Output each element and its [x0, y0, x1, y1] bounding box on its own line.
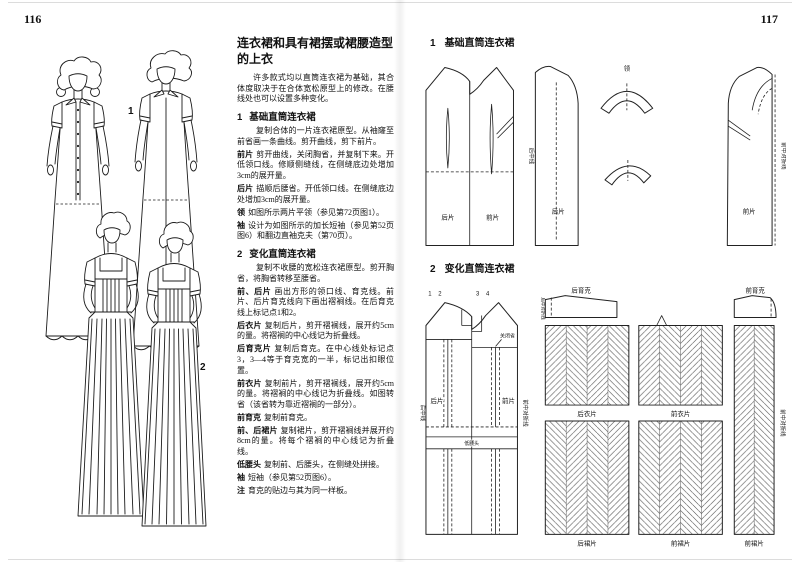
pattern-back-bodice-pleated: 后衣片	[544, 325, 630, 418]
point-1: 1	[428, 292, 432, 298]
point-4: 4	[486, 292, 490, 298]
pattern-back-dress: 后中线 后片	[527, 65, 579, 247]
label-front-piece: 前片	[743, 207, 756, 216]
chapter-title: 连衣裙和具有裙摆或裙腰造型的上衣	[237, 36, 394, 66]
paragraph: 低腰头复制前、后腰头，在侧缝处拼接。	[237, 459, 384, 469]
label-back-piece: 后片	[430, 396, 443, 405]
pattern-variation-block: 1 2 3 4 后片 前片 低腰头 关闭省 后中线 前中对	[419, 292, 529, 535]
figure-3-pleated-dress	[77, 211, 145, 517]
label-center-front-fold: 前中对折线	[521, 399, 529, 427]
label-front-skirt: 前裙片	[744, 538, 763, 547]
label-center-front-fold: 前中对折线	[780, 142, 786, 170]
page-left: 116	[24, 12, 394, 548]
fashion-illustration: 1 2	[45, 50, 207, 527]
pattern-front-bodice-pleated: 前衣片	[638, 315, 723, 418]
basic-dress-diagram: 后片 前片 后中线 后片 领 前中对折	[425, 63, 786, 247]
scan-edge-top	[8, 2, 792, 3]
label-back-yoke: 后育克	[571, 286, 591, 295]
paragraph: 前育克复制前育克。	[237, 412, 312, 422]
paragraph: 后片描顺后腰省。开低领口线。在侧缝底边处增加3cm的展开量。	[237, 183, 394, 204]
paragraph: 复制不收腰的宽松连衣裙原型。剪开胸省，将胸省转移至腰省。	[237, 263, 394, 283]
figure-4-pleated-dress	[141, 221, 207, 527]
pattern-front-skirt-pleated: 前裙片	[638, 420, 723, 547]
pattern-front-dress: 前中对折线 前片	[726, 66, 786, 247]
paragraph: 注育克的贴边与其为同一样板。	[237, 485, 352, 495]
center-fold	[394, 0, 406, 562]
label-front-bodice: 前衣片	[671, 409, 690, 418]
paragraph: 前、后裙片复制裙片，剪开褶裥线并展开约8cm的量。将每个褶裥的中心线记为折叠线。	[237, 425, 394, 456]
variation-dress-diagram: 1 2 3 4 后片 前片 低腰头 关闭省 后中线 前中对	[419, 286, 786, 548]
paragraph: 领如图所示两片平领（参见第72页图1）。	[237, 207, 384, 217]
paragraph: 前衣片复制前片，剪开褶裥线，展开约5cm的量。将褶裥的中心线记为折叠线。如图转省…	[237, 378, 394, 409]
label-back-piece: 后片	[552, 207, 565, 216]
label-center-back-fold: 后中对折线	[539, 297, 546, 320]
paragraph: 袖短袖（参见第52页图6）。	[237, 472, 336, 482]
paragraph: 袖设计为如图所示的加长短袖（参见第52页图6）和翻边直袖克夫（第70页）。	[237, 220, 394, 241]
label-center-back-line: 后中线	[419, 405, 427, 422]
label-front-piece: 前片	[486, 213, 499, 222]
paragraph: 前、后片画出方形的领口线、育克线。前片、后片育克线向下画出褶裥线。在后育克线上标…	[237, 286, 394, 317]
pattern-front-yoke: 前育克	[733, 286, 777, 319]
page-number-right: 117	[760, 12, 778, 26]
scan-edge-bottom	[8, 559, 792, 560]
paragraph: 后育克片复制后育克。在中心线处标记点3，3—4等于育克宽的一半，标记出扣眼位置。	[237, 344, 394, 375]
label-back-piece: 后片	[441, 213, 454, 222]
figure-1-number: 1	[128, 106, 134, 117]
label-front-skirt: 前裙片	[671, 538, 690, 547]
label-center-back-line: 后中线	[527, 148, 535, 165]
pattern-front-back-block: 后片 前片	[425, 66, 514, 247]
label-close-dart: 关闭省	[500, 332, 515, 339]
label-back-skirt: 后裙片	[577, 538, 596, 547]
paragraph: 后衣片复制后片，剪开褶裥线，展开约5cm的量。将褶裥的中心线记为折叠线。	[237, 320, 394, 341]
paragraph: 前片剪开曲线，关闭胸省，并复制下来。开低领口线。修顺侧缝线，在侧缝底边处增加3c…	[237, 149, 394, 180]
pattern-collar: 领	[600, 63, 654, 186]
point-3: 3	[476, 292, 480, 298]
label-front-piece: 前片	[502, 396, 515, 405]
label-collar: 领	[624, 63, 631, 72]
page-number-left: 116	[24, 12, 42, 26]
paragraph: 复制合体的一片连衣裙原型。从袖窿至前省画一条曲线。剪开曲线，剪下前片。	[237, 126, 394, 146]
pattern-front-fold-panel-pleated: 前中对折线 前裙片	[733, 325, 786, 547]
intro-paragraph: 许多款式均以直筒连衣裙为基础，其合体度取决于在合体宽松原型上的修改。在腰线处也可…	[237, 73, 394, 104]
label-back-bodice: 后衣片	[577, 409, 596, 418]
point-2: 2	[438, 292, 442, 298]
label-front-yoke: 前育克	[745, 286, 765, 295]
pattern-back-yoke: 后育克 后中对折线	[539, 286, 618, 320]
text-column: 连衣裙和具有裙摆或裙腰造型的上衣 许多款式均以直筒连衣裙为基础，其合体度取决于在…	[237, 36, 394, 548]
figure-2-number: 2	[200, 362, 206, 373]
pattern-back-skirt-pleated: 后裙片	[544, 420, 630, 547]
label-center-front-fold: 前中对折线	[779, 409, 786, 437]
label-low-waistband: 低腰头	[464, 440, 479, 447]
